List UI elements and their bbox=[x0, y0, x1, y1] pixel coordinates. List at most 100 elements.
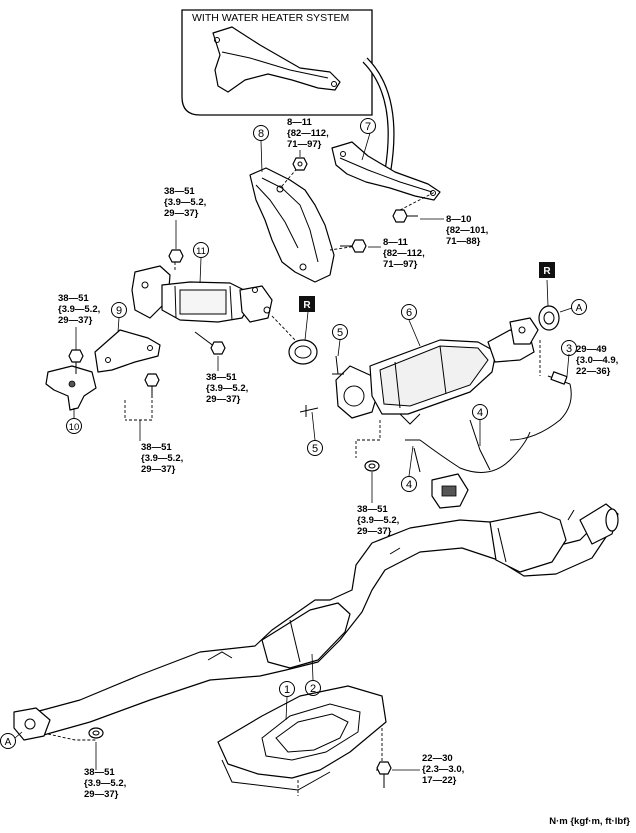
svg-text:{3.9—5.2,: {3.9—5.2, bbox=[84, 778, 126, 789]
torque-spec: 29—49{3.0—4.9,22—36} bbox=[576, 344, 618, 377]
bolt-icon bbox=[144, 373, 160, 398]
svg-text:29—37}: 29—37} bbox=[206, 394, 241, 405]
torque-spec: 8—11{82—112,71—97} bbox=[287, 117, 329, 150]
svg-text:8: 8 bbox=[258, 128, 264, 140]
torque-spec: 38—51{3.9—5.2,29—37} bbox=[84, 767, 126, 800]
callout-5-upper: 5 bbox=[332, 324, 348, 340]
marker-r-mid: R bbox=[299, 296, 315, 312]
nut-icon bbox=[364, 460, 380, 472]
svg-text:{82—112,: {82—112, bbox=[287, 128, 329, 139]
units-legend: N·m {kgf·m, ft·lbf} bbox=[549, 816, 630, 827]
svg-text:7: 7 bbox=[365, 121, 371, 133]
svg-text:71—97}: 71—97} bbox=[383, 259, 418, 270]
callout-9: 9 bbox=[111, 302, 127, 318]
svg-text:A: A bbox=[576, 303, 583, 314]
under-cover bbox=[217, 685, 387, 791]
torque-spec: 8—11{82—112,71—97} bbox=[383, 237, 425, 270]
diesel-particulate-filter bbox=[335, 317, 539, 425]
nut-icon bbox=[168, 249, 184, 263]
svg-text:29—49: 29—49 bbox=[576, 344, 607, 355]
svg-text:11: 11 bbox=[196, 246, 206, 257]
torque-spec: 38—51{3.9—5.2,29—37} bbox=[141, 442, 183, 475]
inset-water-heater: WITH WATER HEATER SYSTEM bbox=[181, 9, 395, 171]
callout-11: 11 bbox=[193, 242, 209, 258]
callout-8: 8 bbox=[253, 125, 269, 141]
svg-text:17—22}: 17—22} bbox=[422, 775, 457, 786]
svg-text:38—51: 38—51 bbox=[84, 767, 115, 778]
bracket-upper bbox=[94, 329, 161, 373]
svg-text:5: 5 bbox=[312, 443, 318, 455]
svg-text:4: 4 bbox=[406, 479, 412, 491]
svg-text:{3.0—4.9,: {3.0—4.9, bbox=[576, 355, 618, 366]
callout-7: 7 bbox=[360, 118, 376, 134]
callout-4-lower: 4 bbox=[401, 476, 417, 492]
svg-text:38—51: 38—51 bbox=[357, 504, 388, 515]
torque-spec: 38—51{3.9—5.2,29—37} bbox=[357, 504, 399, 537]
svg-text:8—11: 8—11 bbox=[383, 237, 409, 248]
svg-text:8—11: 8—11 bbox=[287, 117, 313, 128]
callout-3: 3 bbox=[561, 340, 577, 356]
svg-text:10: 10 bbox=[69, 422, 80, 433]
callout-6: 6 bbox=[401, 304, 417, 320]
svg-text:9: 9 bbox=[116, 305, 122, 317]
svg-text:3: 3 bbox=[566, 343, 572, 355]
svg-text:{3.9—5.2,: {3.9—5.2, bbox=[164, 197, 206, 208]
inset-title: WITH WATER HEATER SYSTEM bbox=[192, 12, 349, 24]
svg-text:29—37}: 29—37} bbox=[58, 315, 93, 326]
heat-insulator-inset bbox=[212, 26, 341, 93]
svg-text:{3.9—5.2,: {3.9—5.2, bbox=[141, 453, 183, 464]
torque-spec: 38—51{3.9—5.2,29—37} bbox=[164, 186, 206, 219]
gasket bbox=[288, 339, 318, 365]
svg-text:{82—101,: {82—101, bbox=[446, 225, 488, 236]
svg-text:38—51: 38—51 bbox=[141, 442, 172, 453]
stud-bolt bbox=[299, 405, 319, 417]
svg-text:A: A bbox=[5, 737, 12, 748]
svg-text:{3.9—5.2,: {3.9—5.2, bbox=[357, 515, 399, 526]
svg-text:71—97}: 71—97} bbox=[287, 139, 322, 150]
callout-10: 10 bbox=[66, 418, 82, 434]
svg-text:38—51: 38—51 bbox=[164, 186, 195, 197]
warm-up-converter bbox=[131, 265, 273, 323]
marker-a-top: A bbox=[571, 299, 587, 315]
svg-text:{82—112,: {82—112, bbox=[383, 248, 425, 259]
heat-insulator-manifold bbox=[249, 167, 335, 283]
bolt-icon bbox=[392, 209, 418, 223]
svg-text:22—36}: 22—36} bbox=[576, 366, 611, 377]
main-exhaust-pipe bbox=[13, 503, 619, 741]
svg-text:R: R bbox=[543, 266, 551, 277]
svg-text:38—51: 38—51 bbox=[58, 293, 89, 304]
svg-text:{3.9—5.2,: {3.9—5.2, bbox=[58, 304, 100, 315]
marker-a-bottom: A bbox=[0, 733, 16, 749]
stud-bolt bbox=[332, 355, 344, 375]
svg-text:29—37}: 29—37} bbox=[164, 208, 199, 219]
bolt-icon bbox=[194, 331, 226, 355]
svg-text:8—10: 8—10 bbox=[446, 214, 471, 225]
svg-text:{3.9—5.2,: {3.9—5.2, bbox=[206, 383, 248, 394]
bolt-icon bbox=[340, 239, 367, 253]
oxygen-sensor bbox=[509, 371, 572, 441]
svg-text:29—37}: 29—37} bbox=[84, 789, 119, 800]
callout-4-upper: 4 bbox=[472, 404, 488, 420]
bracket-lower bbox=[45, 365, 97, 411]
svg-text:29—37}: 29—37} bbox=[357, 526, 392, 537]
heat-insulator-upper bbox=[331, 141, 441, 201]
svg-text:{2.3—3.0,: {2.3—3.0, bbox=[422, 764, 464, 775]
torque-spec: 38—51{3.9—5.2,29—37} bbox=[58, 293, 100, 326]
nut-icon bbox=[88, 727, 104, 739]
torque-spec: 8—10{82—101,71—88} bbox=[446, 214, 488, 247]
svg-text:6: 6 bbox=[406, 307, 412, 319]
pressure-sensor bbox=[413, 419, 531, 509]
svg-text:R: R bbox=[303, 300, 311, 311]
svg-text:38—51: 38—51 bbox=[206, 372, 237, 383]
callout-1: 1 bbox=[279, 681, 295, 697]
torque-spec: 38—51{3.9—5.2,29—37} bbox=[206, 372, 248, 405]
svg-text:2: 2 bbox=[310, 683, 316, 695]
marker-r-top: R bbox=[539, 262, 555, 278]
torque-spec: 22—30{2.3—3.0,17—22} bbox=[422, 753, 464, 786]
svg-text:1: 1 bbox=[284, 684, 290, 696]
svg-text:4: 4 bbox=[477, 407, 483, 419]
bolt-icon bbox=[376, 761, 392, 788]
callout-5-lower: 5 bbox=[307, 440, 323, 456]
svg-text:22—30: 22—30 bbox=[422, 753, 453, 764]
